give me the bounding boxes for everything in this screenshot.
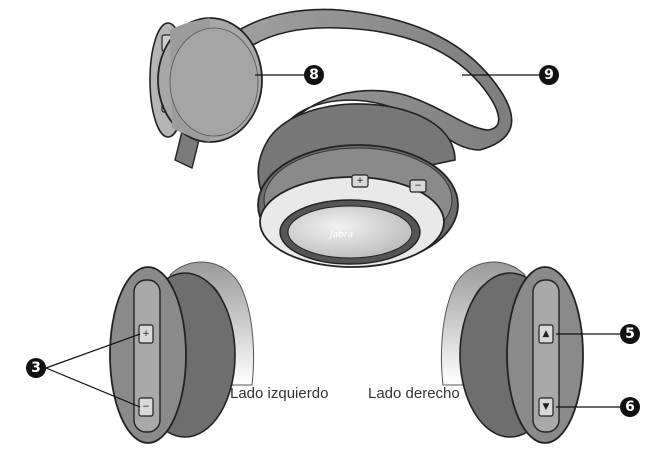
svg-text:9: 9 <box>544 67 554 83</box>
svg-text:−: − <box>142 402 150 412</box>
svg-text:−: − <box>414 181 422 191</box>
right-side-label: Lado derecho <box>368 385 460 402</box>
callout-5: 5 <box>556 324 640 344</box>
callout-9: 9 <box>462 65 559 85</box>
svg-text:▼: ▼ <box>543 402 550 412</box>
right-track-up-button[interactable] <box>538 324 554 344</box>
svg-text:3: 3 <box>31 360 41 376</box>
right-side-earcup: ▲ ▼ <box>440 261 584 444</box>
callout-3: 3 <box>26 333 141 408</box>
svg-text:8: 8 <box>309 67 319 83</box>
front-earcup: Jabra + − <box>257 103 459 268</box>
callout-6: 6 <box>556 397 640 417</box>
right-track-down-button[interactable] <box>538 397 554 417</box>
svg-text:5: 5 <box>625 326 635 342</box>
svg-text:+: + <box>142 329 150 339</box>
svg-text:+: + <box>356 176 364 186</box>
front-cup-button-minus[interactable] <box>409 179 427 193</box>
front-cup-button-plus[interactable] <box>351 174 369 188</box>
svg-text:6: 6 <box>625 399 635 415</box>
left-side-earcup: + − <box>109 261 255 444</box>
callout-8: 8 <box>255 65 324 85</box>
neckband-headset: Jabra + − 8 9 <box>149 8 559 268</box>
svg-text:▲: ▲ <box>543 329 550 339</box>
brand-logo: Jabra <box>328 230 353 240</box>
back-earcup <box>149 17 263 143</box>
left-side-label: Lado izquierdo <box>230 385 329 402</box>
